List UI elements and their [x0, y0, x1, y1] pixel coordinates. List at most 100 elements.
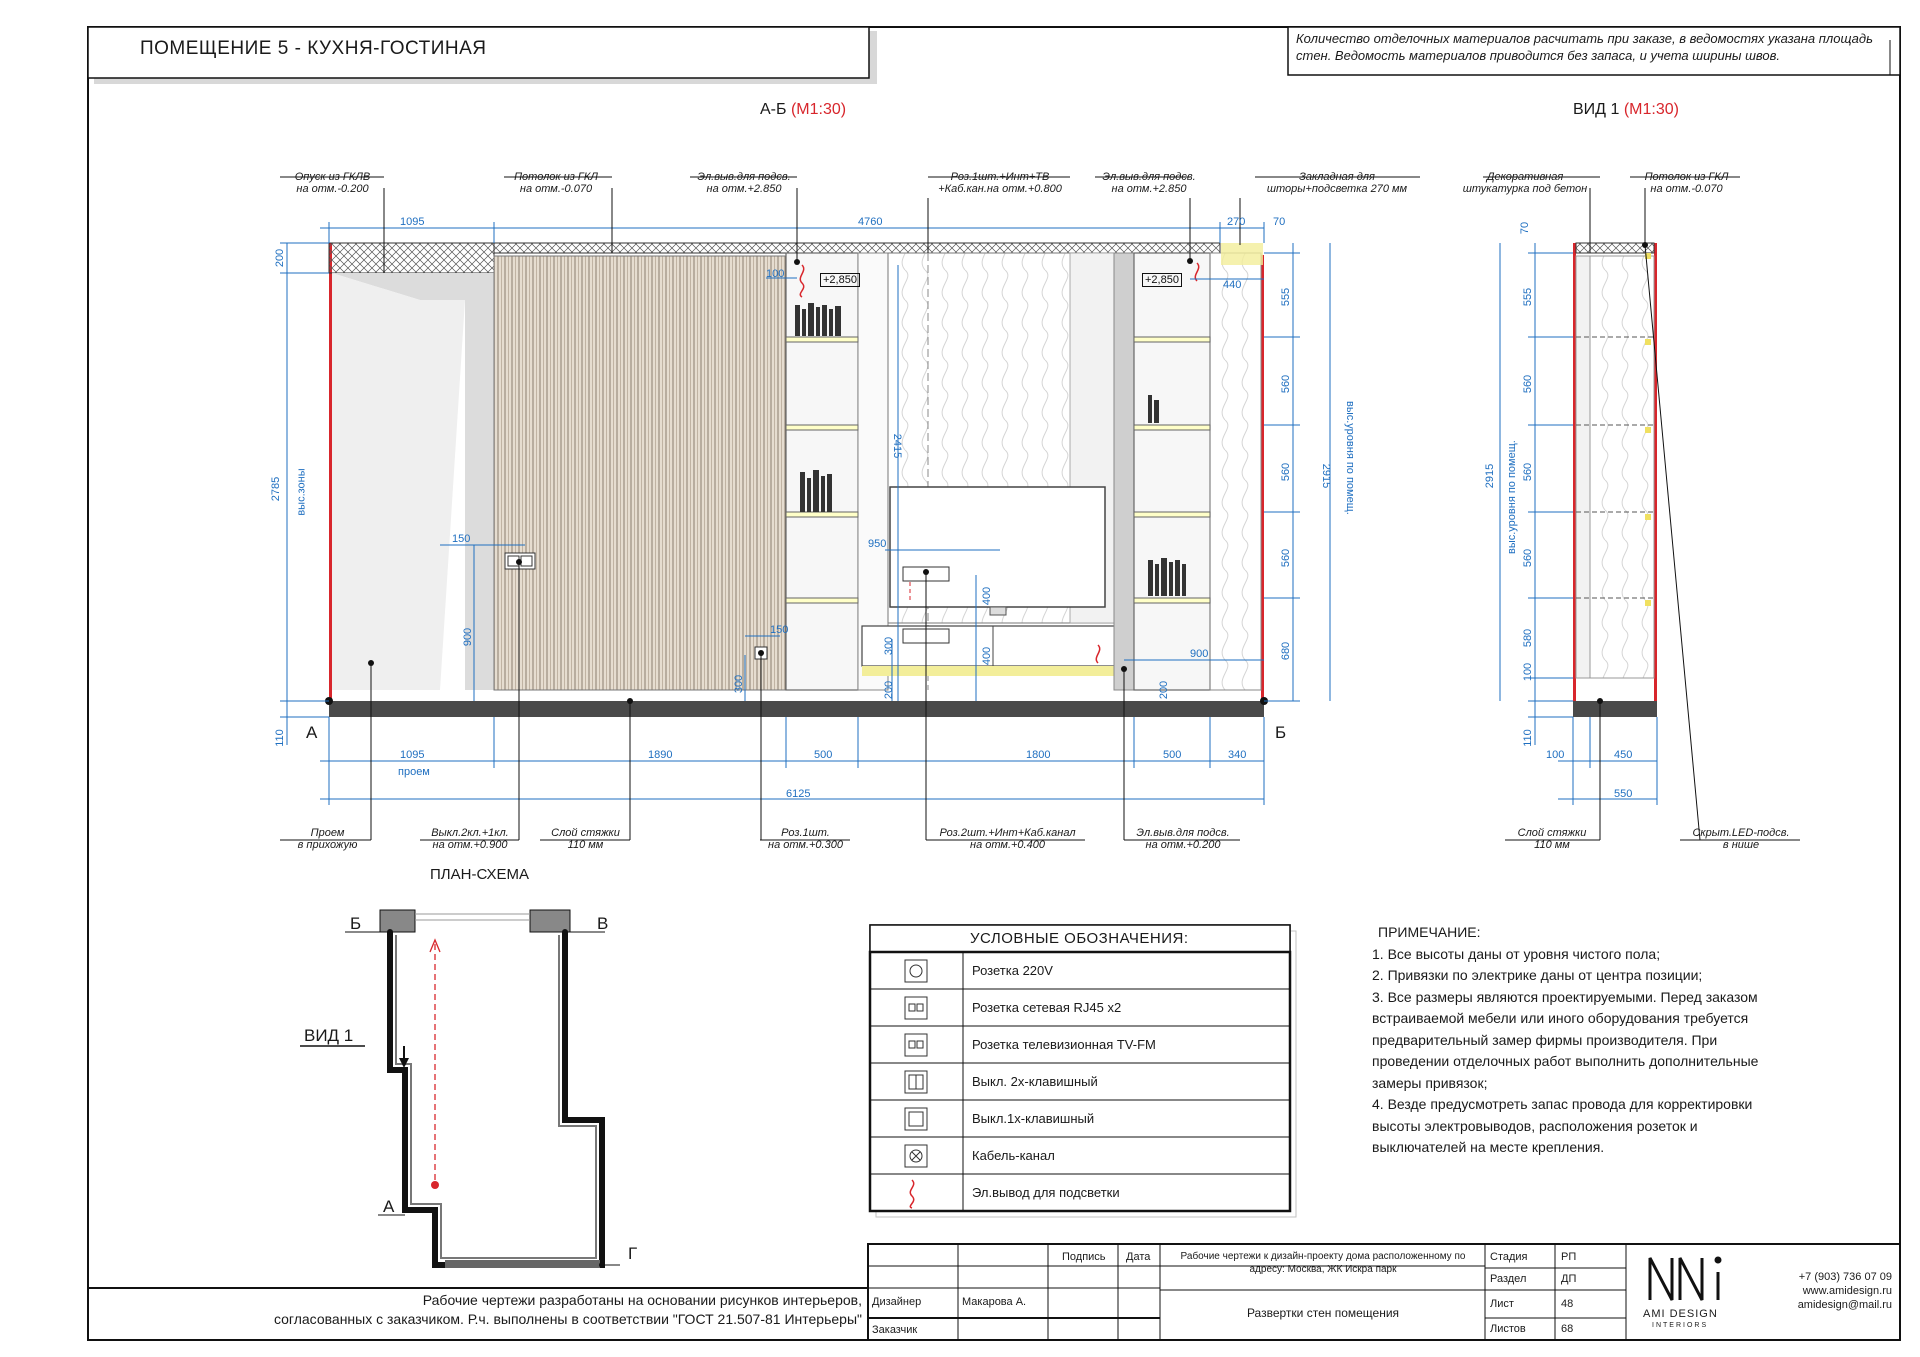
tb-site: www.amidesign.ru — [1802, 1285, 1892, 1297]
plan-mark-b: Б — [350, 914, 362, 933]
dim-proem: проем — [398, 766, 430, 778]
tb-sheet-label: Лист — [1490, 1298, 1514, 1310]
room-title: ПОМЕЩЕНИЕ 5 - КУХНЯ-ГОСТИНАЯ — [140, 38, 487, 59]
v1-dim-450: 450 — [1614, 749, 1633, 761]
dim-150-socket: 150 — [770, 624, 789, 636]
callout-v1-led: Скрыт.LED-подсв.в нише — [1692, 827, 1790, 851]
dim-400a: 400 — [981, 586, 994, 606]
notes-title: ПРИМЕЧАНИЕ: — [1378, 924, 1481, 940]
elevation-ab — [280, 176, 1420, 841]
note-line: 1. Все высоты даны от уровня чистого пол… — [1372, 945, 1661, 962]
dim-2415: 2415 — [891, 433, 904, 459]
tb-designer-name: Макарова А. — [962, 1296, 1027, 1308]
callout-tv-sockets: Роз.1шт.+Инт+ТВ+Каб.кан.на отм.+0.800 — [938, 171, 1062, 195]
v1-dim-550: 550 — [1614, 788, 1633, 800]
dim-level-label: выс.уровня по помещ. — [1344, 401, 1356, 515]
legend-socket-rj45: Розетка сетевая RJ45 x2 — [972, 1000, 1122, 1015]
v1-dim-560a: 560 — [1522, 374, 1535, 394]
tb-contacts: +7 (903) 736 07 09 www.amidesign.ru amid… — [1770, 1270, 1892, 1312]
dim-4760: 4760 — [858, 216, 883, 228]
tb-stage-label: Стадия — [1490, 1251, 1528, 1263]
dim-zone-label: выс.зоны — [295, 468, 308, 516]
legend-table — [868, 924, 1297, 1218]
dim-560b: 560 — [1280, 462, 1293, 482]
dim-300a: 300 — [733, 674, 746, 694]
note-line: 2. Привязки по электрике даны от центра … — [1372, 967, 1703, 983]
mark-2850-left: +2,850 — [820, 273, 860, 287]
tb-podpis: Подпись — [1062, 1251, 1106, 1263]
dim-680: 680 — [1280, 641, 1293, 661]
dim-1890: 1890 — [648, 749, 673, 761]
notes-block: ПРИМЕЧАНИЕ: 1. Все высоты даны от уровня… — [1372, 922, 1758, 1159]
title-block — [88, 1243, 1901, 1341]
callout-light-outlet-2: Эл.выв.для подсв.на отм.+2.850 — [1102, 171, 1196, 195]
dim-200-left: 200 — [274, 248, 287, 268]
v1-dim-100: 100 — [1546, 749, 1565, 761]
v1-dim-70: 70 — [1519, 221, 1532, 235]
dim-950: 950 — [868, 538, 887, 550]
tb-stage-value: РП — [1561, 1251, 1577, 1263]
section-mark-a: А — [306, 723, 318, 742]
dim-560a: 560 — [1280, 374, 1293, 394]
v1-dim-560b: 560 — [1522, 462, 1535, 482]
legend-light-outlet: Эл.вывод для подсветки — [972, 1185, 1120, 1200]
v1-dim-label: выс.уровня по помещ. — [1506, 440, 1518, 554]
view-1-title: ВИД 1 (М1:30) — [1573, 101, 1679, 118]
dim-2785: 2785 — [270, 476, 283, 502]
note-line: высоты электровыводов, расположения розе… — [1372, 1117, 1698, 1134]
legend-title: УСЛОВНЫЕ ОБОЗНАЧЕНИЯ: — [970, 930, 1189, 947]
tb-section-value: ДП — [1561, 1273, 1577, 1285]
note-line: замеры привязок; — [1372, 1074, 1488, 1091]
section-mark-b: Б — [1275, 723, 1287, 742]
dim-2915: 2915 — [1320, 463, 1333, 489]
plan-mark-v: В — [597, 914, 609, 933]
dim-560c: 560 — [1280, 548, 1293, 568]
note-line: 4. Везде предусмотреть запас провода для… — [1372, 1096, 1753, 1112]
view-1 — [1483, 176, 1800, 841]
tb-logo-text: AMI DESIGN — [1643, 1308, 1718, 1320]
v1-dim-555: 555 — [1522, 287, 1535, 307]
v1-dim-560c: 560 — [1522, 548, 1535, 568]
note-line: встраиваемой мебели или иного оборудован… — [1372, 1010, 1749, 1026]
dim-70: 70 — [1273, 216, 1286, 228]
note-line: предварительный замер фирмы производител… — [1372, 1031, 1718, 1048]
tb-logo-sub: INTERIORS — [1652, 1322, 1709, 1329]
note-line: выключателей на месте крепления. — [1372, 1139, 1605, 1155]
footer-note: Рабочие чертежи разработаны на основании… — [273, 1292, 862, 1327]
tb-sheet-name: Развертки стен помещения — [1246, 1306, 1400, 1320]
dim-555: 555 — [1280, 287, 1293, 307]
dim-340: 340 — [1228, 749, 1247, 761]
dim-1095-bottom: 1095 — [400, 749, 425, 761]
mark-2850-right: +2,850 — [1142, 273, 1182, 287]
plan-mark-a: А — [383, 1197, 395, 1216]
dim-110: 110 — [273, 729, 286, 747]
dim-200a: 200 — [883, 680, 896, 700]
legend-switch-1key: Выкл.1х-клавишный — [972, 1111, 1095, 1126]
dim-500a: 500 — [814, 749, 833, 761]
dim-440: 440 — [1223, 279, 1242, 291]
plan-title: ПЛАН-СХЕМА — [430, 866, 529, 883]
ami-logo-mark — [1648, 1256, 1722, 1301]
dim-400b: 400 — [981, 646, 994, 666]
dim-1800: 1800 — [1026, 749, 1051, 761]
dim-900-switch: 900 — [462, 627, 475, 647]
dim-200b: 200 — [1158, 680, 1171, 700]
callout-light-200: Эл.выв.для подсв.на отм.+0.200 — [1136, 827, 1230, 851]
tb-project: Рабочие чертежи к дизайн-проекту дома ра… — [1180, 1251, 1466, 1275]
dim-270: 270 — [1227, 216, 1246, 228]
tb-sheets-value: 68 — [1561, 1323, 1574, 1335]
dim-500b: 500 — [1163, 749, 1182, 761]
top-note: Количество отделочных материалов расчита… — [1296, 31, 1873, 63]
dim-100: 100 — [766, 268, 785, 280]
room-title-box — [87, 26, 870, 79]
tb-email: amidesign@mail.ru — [1797, 1299, 1892, 1311]
tb-designer-label: Дизайнер — [872, 1296, 922, 1308]
